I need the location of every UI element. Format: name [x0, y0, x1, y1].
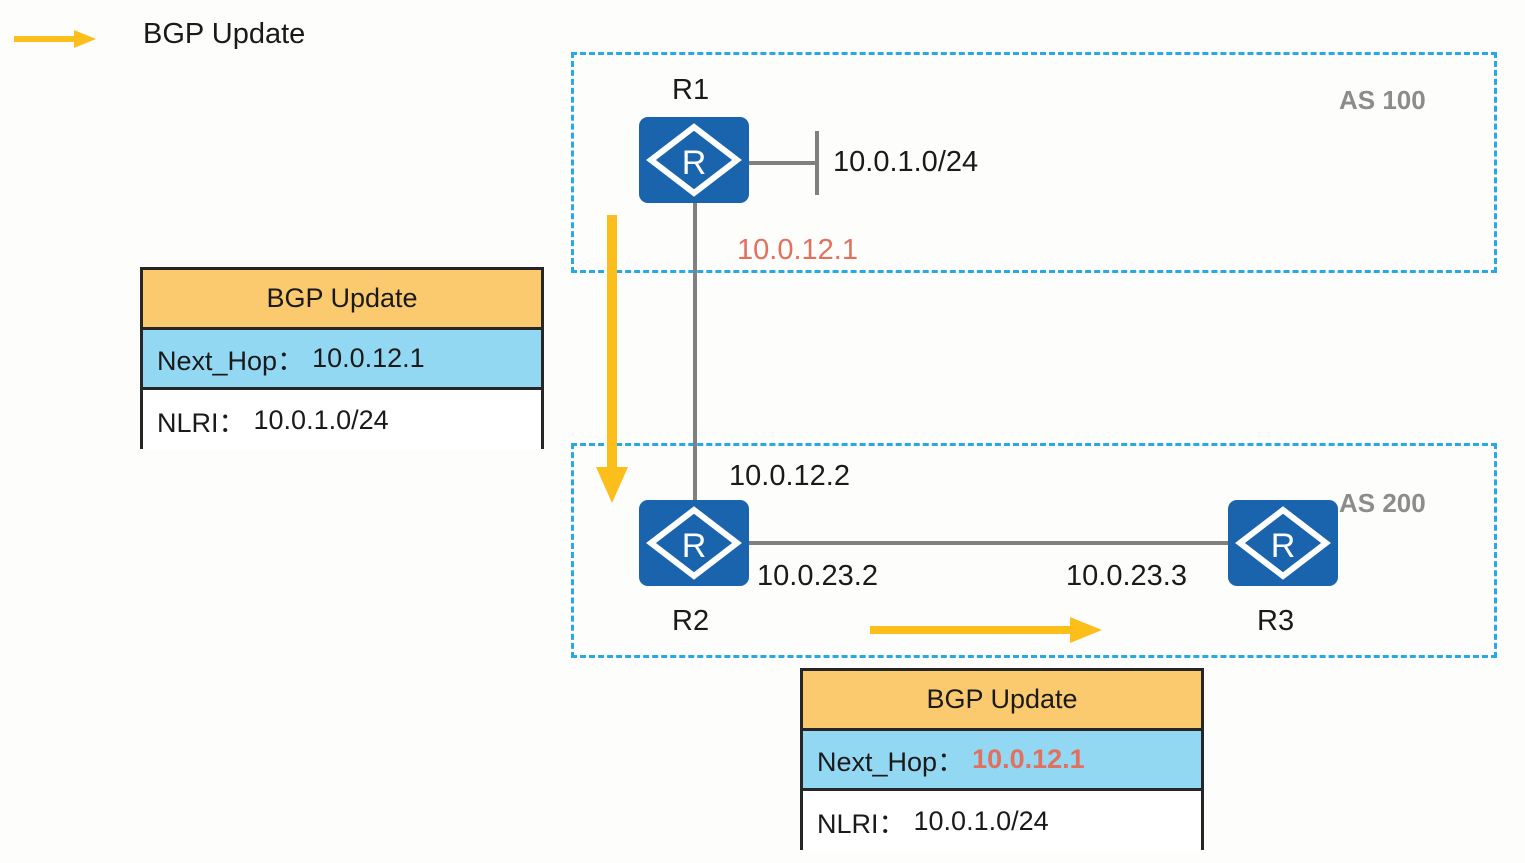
bgp-update-table-left-title: BGP Update [266, 283, 418, 313]
router-r2-icon[interactable]: R [639, 500, 749, 586]
stub-network-terminator-bar [815, 131, 819, 195]
router-r1-label: R1 [672, 74, 710, 106]
bgp-update-table-bottom-row-nlri: NLRI： 10.0.1.0/24 [803, 791, 1201, 851]
bgp-update-flow-arrow-down-icon [596, 215, 628, 503]
bgp-update-table-bottom-row-next-hop: Next_Hop： 10.0.12.1 [803, 731, 1201, 791]
link-r2-to-r3 [749, 541, 1230, 545]
next-hop-value: 10.0.12.1 [972, 744, 1085, 774]
router-r3-label: R3 [1257, 605, 1295, 637]
stub-network-label: 10.0.1.0/24 [833, 146, 979, 178]
r2-interface-ip-label: 10.0.12.2 [729, 460, 850, 492]
router-r2-label: R2 [672, 605, 710, 637]
bgp-update-table-bottom: BGP Update Next_Hop： 10.0.12.1 NLRI： 10.… [800, 668, 1204, 851]
as-region-100-label: AS 100 [1339, 85, 1426, 115]
bgp-update-table-bottom-title: BGP Update [926, 684, 1078, 714]
nlri-value: 10.0.1.0/24 [253, 404, 389, 435]
svg-text:R: R [1271, 527, 1296, 565]
bgp-update-table-left-row-next-hop: Next_Hop： 10.0.12.1 [143, 330, 541, 390]
as-region-100 [571, 52, 1497, 273]
nlri-key: NLRI： [157, 407, 246, 438]
r2-r3-left-ip-label: 10.0.23.2 [757, 560, 878, 592]
svg-text:R: R [682, 527, 707, 565]
bgp-update-table-left-row-nlri: NLRI： 10.0.1.0/24 [143, 390, 541, 450]
svg-text:R: R [682, 144, 707, 182]
nlri-value: 10.0.1.0/24 [913, 805, 1049, 836]
next-hop-value: 10.0.12.1 [312, 343, 425, 373]
bgp-update-flow-arrow-right-icon [870, 617, 1102, 643]
bgp-update-table-left: BGP Update Next_Hop： 10.0.12.1 NLRI： 10.… [140, 267, 544, 450]
link-r1-to-r2 [693, 200, 697, 503]
bgp-update-table-bottom-header: BGP Update [803, 671, 1201, 731]
bgp-update-table-left-header: BGP Update [143, 270, 541, 330]
router-r1-icon[interactable]: R [639, 117, 749, 203]
legend-label: BGP Update [143, 18, 306, 50]
link-r1-to-stub-network [749, 161, 819, 165]
router-r3-icon[interactable]: R [1228, 500, 1338, 586]
r1-interface-ip-label: 10.0.12.1 [737, 234, 858, 266]
as-region-200-label: AS 200 [1339, 488, 1426, 518]
next-hop-key: Next_Hop： [817, 747, 965, 777]
as-region-200 [571, 443, 1497, 658]
nlri-key: NLRI： [817, 808, 906, 839]
next-hop-key: Next_Hop： [157, 346, 305, 376]
legend-arrow-right-icon [14, 30, 96, 48]
r2-r3-right-ip-label: 10.0.23.3 [1066, 560, 1187, 592]
